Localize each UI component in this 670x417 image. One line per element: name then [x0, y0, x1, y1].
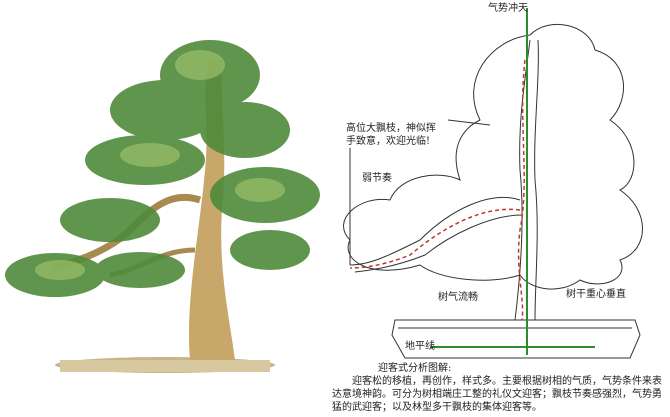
label-high-branch-1: 高位大飘枝，神似挥	[346, 123, 436, 134]
caption-title: 迎客式分析图解:	[378, 363, 452, 374]
analysis-diagram: 气势冲天 高位大飘枝，神似挥 手致意，欢迎光临! 弱节奏 树气流畅 树干重心垂直…	[330, 0, 670, 413]
tree-line-drawing	[343, 8, 643, 359]
label-flow: 树气流畅	[438, 292, 478, 303]
label-high-branch-2: 手致意，欢迎光临!	[346, 136, 431, 147]
bonsai-photo	[0, 0, 330, 413]
label-horizon: 地平线	[405, 341, 435, 352]
caption-body: 迎客松的移植，再创作，样式多。主要根据树相的气质，气势条件来表达意境神韵。可分为…	[332, 376, 662, 413]
label-sky: 气势冲天	[488, 3, 528, 14]
label-weak-rhythm: 弱节奏	[362, 173, 392, 184]
bonsai-photo-image	[5, 40, 320, 373]
label-trunk-vertical: 树干重心垂直	[566, 289, 626, 300]
